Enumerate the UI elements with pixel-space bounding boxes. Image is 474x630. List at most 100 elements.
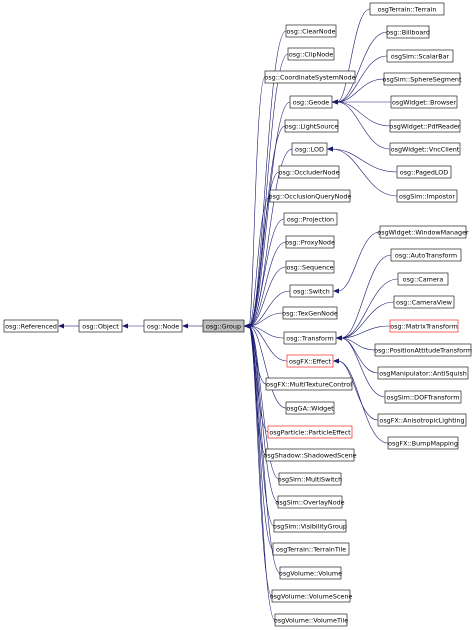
class-node-label: osgVolume::Volume: [279, 569, 342, 577]
class-node-box: [283, 331, 337, 345]
class-node-label: osg::CoordinateSystemNode: [264, 73, 355, 81]
class-node-occludernode[interactable]: osg::OccluderNode: [279, 165, 340, 179]
inheritance-edge: [331, 148, 398, 173]
inheritance-edge: [248, 171, 280, 327]
class-node-box: [269, 189, 351, 203]
class-node-clearnode[interactable]: osg::ClearNode: [285, 24, 337, 38]
class-node-box: [289, 284, 334, 298]
class-node-box: [397, 272, 449, 286]
class-node-autotransform[interactable]: osg::AutoTransform: [390, 248, 462, 262]
class-node-label: osgTerrain::TerrainTile: [276, 545, 346, 553]
class-node-clipnode[interactable]: osg::ClipNode: [287, 47, 335, 61]
class-node-billboard[interactable]: osg::Billboard: [386, 25, 430, 39]
class-node-box: [393, 295, 455, 309]
class-node-label: osg::Switch: [293, 287, 330, 295]
inheritance-edge: [248, 325, 276, 621]
class-node-label: osg::Camera: [403, 275, 444, 283]
class-node-pdfreader[interactable]: osgWidget::PdfReader: [390, 119, 461, 133]
class-node-object[interactable]: osg::Object: [78, 319, 123, 333]
inheritance-edge: [336, 8, 371, 103]
class-node-node[interactable]: osg::Node: [143, 319, 183, 333]
class-node-coordinatesystemnode[interactable]: osg::CoordinateSystemNode: [264, 70, 356, 84]
inheritance-edge: [336, 78, 385, 103]
inheritance-edge: [248, 266, 287, 327]
class-node-label: osgSim::DOFTransform: [387, 393, 460, 401]
class-node-lightsource[interactable]: osg::LightSource: [284, 119, 339, 133]
class-node-visibilitygroup[interactable]: osgSim::VisibilityGroup: [273, 519, 347, 533]
class-node-windowmanager[interactable]: osgWidget::WindowManager: [377, 225, 469, 239]
class-node-group[interactable]: osg::Group: [202, 319, 245, 333]
class-node-box: [279, 566, 342, 580]
edges-layer: [58, 8, 399, 621]
class-node-widget[interactable]: osgGA::Widget: [285, 401, 335, 415]
inheritance-edge: [248, 101, 291, 327]
class-node-positionattitudetransform[interactable]: osg::PositionAttitudeTransform: [374, 343, 472, 357]
class-node-box: [286, 354, 334, 368]
class-node-box: [274, 613, 348, 627]
class-node-label: osg::Sequence: [286, 263, 333, 271]
class-node-projection[interactable]: osg::Projection: [283, 212, 338, 226]
class-node-box: [379, 225, 467, 239]
class-node-volumescene[interactable]: osgVolume::VolumeScene: [270, 589, 353, 603]
class-node-shadowedscene[interactable]: osgShadow::ShadowedScene: [263, 448, 357, 462]
inheritance-edge: [340, 325, 391, 339]
class-node-fxeffect[interactable]: osgFX::Effect: [286, 354, 334, 368]
class-node-volumetile[interactable]: osgVolume::VolumeTile: [274, 613, 348, 627]
class-node-pagedlod[interactable]: osg::PagedLOD: [396, 165, 452, 179]
class-node-terrain[interactable]: osgTerrain::Terrain: [369, 2, 445, 16]
class-node-scalarbar[interactable]: osgSim::ScalarBar: [386, 49, 454, 63]
inheritance-edge: [248, 325, 280, 480]
class-node-switch[interactable]: osg::Switch: [289, 284, 334, 298]
inheritance-arrowhead: [336, 335, 342, 341]
class-node-geode[interactable]: osg::Geode: [289, 95, 333, 109]
class-node-occlusionquerynode[interactable]: osg::OcclusionQueryNode: [269, 189, 352, 203]
class-node-box: [285, 235, 335, 249]
inheritance-edge: [337, 360, 379, 421]
class-node-label: osgSim::SphereSegment: [383, 75, 462, 83]
class-node-box: [389, 142, 461, 156]
class-node-texgennode[interactable]: osg::TexGenNode: [282, 306, 338, 320]
class-node-transform[interactable]: osg::Transform: [283, 331, 337, 345]
class-node-sequence[interactable]: osg::Sequence: [285, 260, 335, 274]
class-node-box: [389, 319, 459, 333]
class-node-vncclient[interactable]: osgWidget::VncClient: [389, 142, 461, 156]
class-node-label: osgFX::AnisotropicLighting: [379, 416, 464, 424]
class-node-box: [390, 248, 462, 262]
class-node-label: osg::LightSource: [285, 122, 339, 130]
class-node-impostor[interactable]: osgSim::Impostor: [396, 189, 458, 203]
inheritance-edge: [336, 55, 388, 103]
inheritance-edge: [248, 241, 287, 327]
class-node-label: osgWidget::Browser: [392, 98, 456, 106]
class-node-box: [287, 47, 335, 61]
class-node-lod[interactable]: osg::LOD: [291, 142, 328, 156]
class-node-proxynode[interactable]: osg::ProxyNode: [285, 235, 335, 249]
class-node-label: osgGA::Widget: [286, 404, 334, 412]
class-node-particleeffect[interactable]: osgParticle::ParticleEffect: [267, 425, 353, 439]
class-node-matrixtransform[interactable]: osg::MatrixTransform: [389, 319, 459, 333]
class-node-label: osg::Transform: [286, 334, 333, 342]
class-node-box: [396, 189, 458, 203]
class-node-box: [384, 390, 462, 404]
class-node-label: osg::MatrixTransform: [390, 322, 458, 330]
class-node-terraintile[interactable]: osgTerrain::TerrainTile: [272, 542, 350, 556]
class-node-camera[interactable]: osg::Camera: [397, 272, 449, 286]
class-node-multiswitch[interactable]: osgSim::MultiSwitch: [278, 472, 342, 486]
class-node-overlaynode[interactable]: osgSim::OverlayNode: [275, 495, 345, 509]
class-node-multitexturecontrol[interactable]: osgFX::MultiTextureControl: [265, 377, 353, 391]
class-node-cameraview[interactable]: osg::CameraView: [393, 295, 455, 309]
class-node-doftransform[interactable]: osgSim::DOFTransform: [384, 390, 462, 404]
class-node-referenced[interactable]: osg::Referenced: [3, 319, 59, 333]
inheritance-edge: [340, 337, 386, 398]
class-node-anisotropiclighting[interactable]: osgFX::AnisotropicLighting: [377, 413, 467, 427]
class-node-label: osg::Projection: [287, 215, 334, 223]
class-node-volume[interactable]: osgVolume::Volume: [279, 566, 342, 580]
class-node-spheresegment[interactable]: osgSim::SphereSegment: [383, 72, 462, 86]
class-node-browser[interactable]: osgWidget::Browser: [390, 95, 458, 109]
class-node-box: [386, 25, 430, 39]
class-node-label: osgFX::MultiTextureControl: [266, 380, 352, 388]
class-node-antisquish[interactable]: osgManipulator::AntiSquish: [377, 366, 469, 380]
class-node-label: osgSim::Impostor: [399, 192, 455, 200]
class-node-bumpmapping[interactable]: osgFX::BumpMapping: [387, 436, 459, 450]
class-node-label: osgSim::VisibilityGroup: [273, 522, 347, 530]
